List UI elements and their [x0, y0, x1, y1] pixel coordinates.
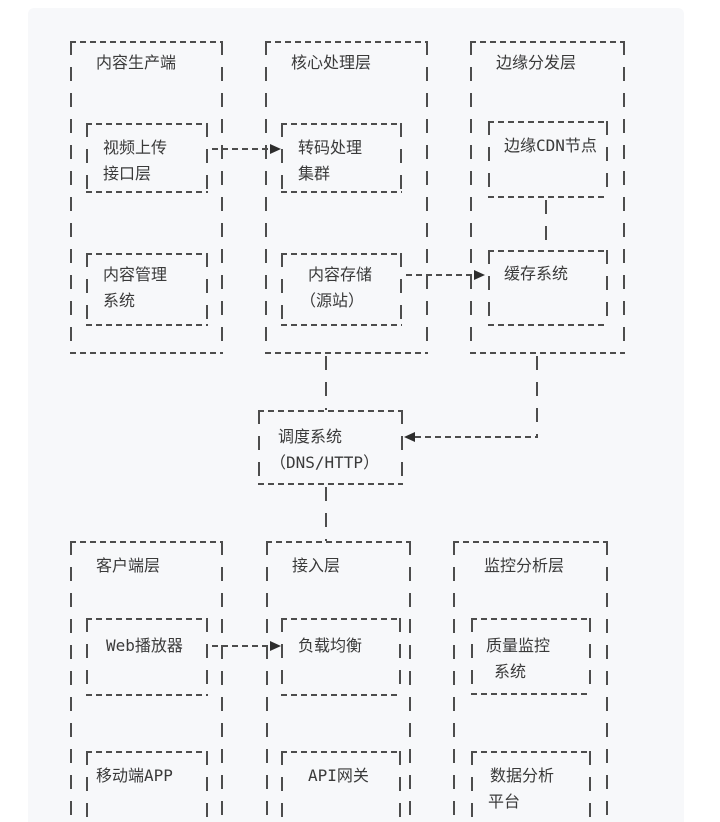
label-video-upload-line2: 接口层 — [103, 164, 152, 183]
box-cache-system — [488, 250, 608, 326]
label-quality-line1: 质量监控 — [486, 636, 551, 655]
box-content-storage-origin — [281, 253, 402, 326]
box-load-balancer — [281, 618, 401, 696]
label-monitoring-layer: 监控分析层 — [484, 556, 565, 575]
label-load-balancer: 负载均衡 — [298, 636, 363, 655]
box-edge-cdn-node — [488, 121, 608, 198]
line-core-to-scheduler — [325, 356, 327, 410]
arrow-edge-to-scheduler-head — [404, 432, 415, 442]
arrow-storage-to-cache-head — [474, 270, 485, 280]
label-api-gateway: API网关 — [308, 766, 369, 785]
label-cms-line2: 系统 — [103, 291, 136, 310]
box-api-gateway — [281, 751, 401, 822]
label-scheduler-line2: （DNS/HTTP） — [270, 453, 380, 472]
arrow-upload-to-transcode-head — [270, 144, 281, 154]
label-analytics-line1: 数据分析 — [490, 766, 555, 785]
box-video-upload-interface — [86, 123, 208, 193]
box-mobile-app — [86, 751, 208, 822]
line-cdn-to-cache — [545, 200, 547, 248]
label-content-production-layer: 内容生产端 — [96, 53, 177, 72]
label-quality-line2: 系统 — [494, 662, 527, 681]
label-transcode-line1: 转码处理 — [298, 138, 363, 157]
label-core-processing-layer: 核心处理层 — [291, 53, 372, 72]
box-data-analytics-platform — [471, 751, 591, 822]
box-web-player — [86, 618, 208, 696]
label-client-layer: 客户端层 — [96, 556, 161, 575]
label-storage-line2: （源站） — [300, 291, 365, 310]
label-video-upload-line1: 视频上传 — [103, 138, 168, 157]
label-cms-line1: 内容管理 — [103, 265, 168, 284]
label-analytics-line2: 平台 — [488, 792, 521, 811]
box-scheduler-system — [258, 410, 403, 485]
code-block-panel: 内容生产端 核心处理层 边缘分发层 视频上传 接口层 转码处理 集群 边缘CDN… — [28, 8, 684, 822]
label-scheduler-line1: 调度系统 — [278, 427, 343, 446]
label-mobile-app: 移动端APP — [96, 766, 173, 785]
label-edge-distribution-layer: 边缘分发层 — [496, 53, 577, 72]
label-access-layer: 接入层 — [292, 556, 341, 575]
box-transcode-cluster — [281, 123, 402, 193]
label-storage-line1: 内容存储 — [308, 265, 373, 284]
label-cache-system: 缓存系统 — [504, 264, 569, 283]
label-edge-cdn-node: 边缘CDN节点 — [504, 136, 597, 155]
arrow-storage-to-cache-line — [406, 274, 474, 276]
arrow-webplayer-to-loadbalancer-line — [212, 645, 270, 647]
arrow-upload-to-transcode-line — [212, 148, 270, 150]
arrow-edge-to-scheduler-line — [415, 436, 538, 438]
box-quality-monitoring-system — [471, 618, 591, 695]
label-web-player: Web播放器 — [106, 636, 183, 655]
label-transcode-line2: 集群 — [298, 164, 331, 183]
arrow-webplayer-to-loadbalancer-head — [270, 641, 281, 651]
line-scheduler-to-access — [325, 487, 327, 541]
box-content-management-system — [86, 253, 208, 326]
line-edge-to-scheduler-vertical — [536, 356, 538, 436]
